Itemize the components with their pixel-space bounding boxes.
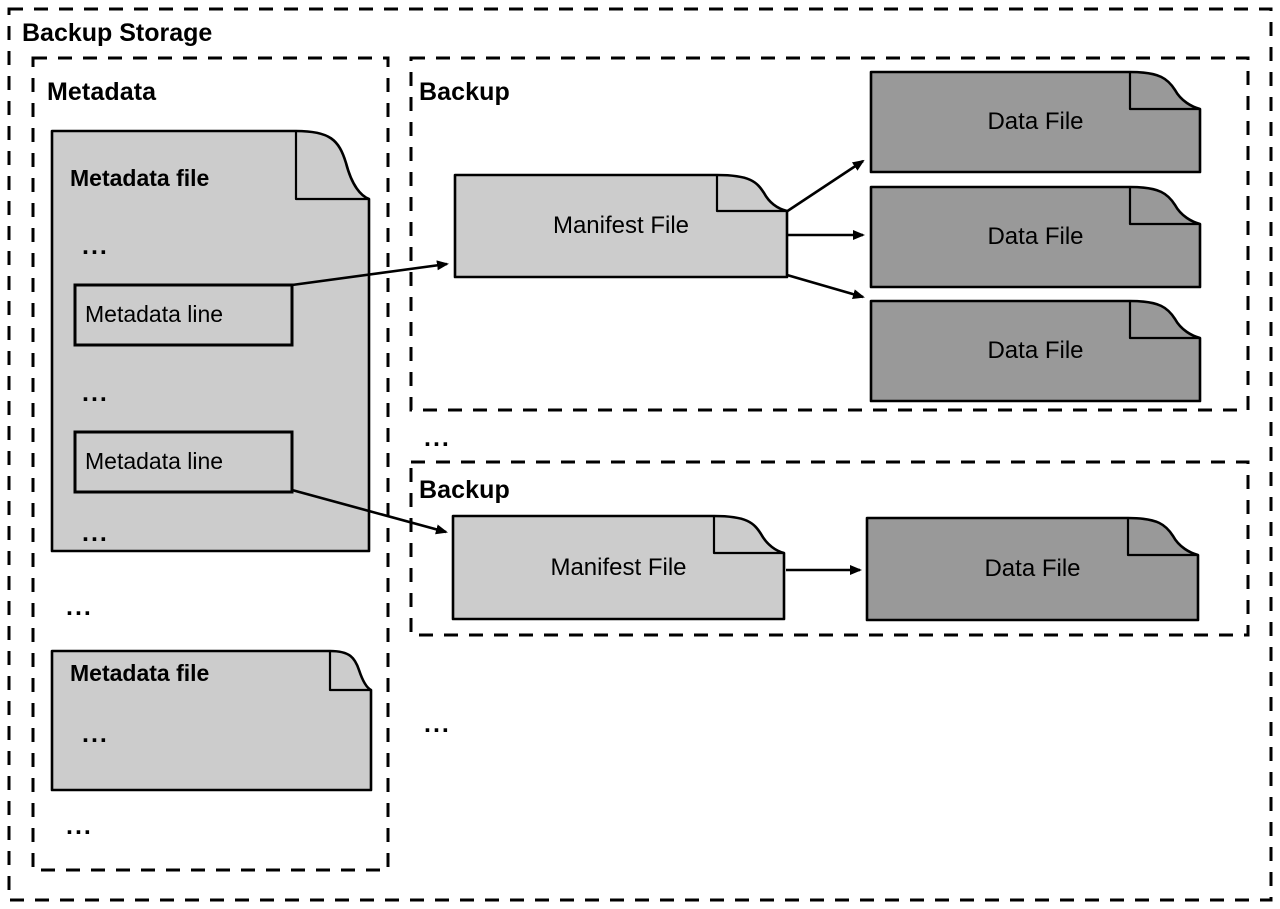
metadata-file-1-ellipsis-1: ... <box>82 232 109 260</box>
metadata-file-1-fold-icon <box>294 131 369 201</box>
backup-trailing-ellipsis: ... <box>424 710 451 738</box>
data-file-1-label: Data File <box>987 108 1084 135</box>
page-title: Backup Storage <box>22 19 213 47</box>
manifest-file-2-fold-icon <box>712 516 784 555</box>
backup-section-2-label: Backup <box>419 476 510 504</box>
metadata-line-box-2 <box>73 430 294 494</box>
data-file-4-label: Data File <box>984 555 1081 582</box>
metadata-section-trailing-ellipsis: ... <box>66 812 93 840</box>
metadata-section-container <box>31 56 390 872</box>
metadata-section-label: Metadata <box>47 78 157 106</box>
data-file-4-fold-icon <box>1126 518 1198 557</box>
connector-manifest-1-to-data-file-1 <box>785 159 865 214</box>
connector-metadata-line-2-to-manifest-2 <box>291 488 448 535</box>
backup-gap-ellipsis: ... <box>424 424 451 452</box>
metadata-file-2-title: Metadata file <box>70 660 210 686</box>
metadata-file-1-ellipsis-3: ... <box>82 519 109 547</box>
metadata-file-2-fold-icon <box>328 651 371 692</box>
metadata-line-1-label: Metadata line <box>85 301 224 327</box>
metadata-section-gap-ellipsis: ... <box>66 593 93 621</box>
data-file-3-label: Data File <box>987 337 1084 364</box>
data-file-2-fold-icon <box>1128 187 1200 226</box>
connector-manifest-1-to-data-file-3 <box>786 273 865 300</box>
backup-section-2-container <box>409 460 1250 637</box>
metadata-file-2-ellipsis-1: ... <box>82 720 109 748</box>
metadata-file-1-title: Metadata file <box>70 165 210 191</box>
data-file-3-fold-icon <box>1128 301 1200 340</box>
manifest-file-1-label: Manifest File <box>552 212 690 239</box>
metadata-line-box-1 <box>73 283 294 347</box>
backup-storage-container <box>7 7 1273 902</box>
connector-metadata-line-1-to-manifest-1 <box>291 260 449 287</box>
data-file-1-fold-icon <box>1128 72 1200 111</box>
metadata-file-1-ellipsis-2: ... <box>82 379 109 407</box>
backup-section-1-label: Backup <box>419 78 510 106</box>
data-file-2-label: Data File <box>987 223 1084 250</box>
manifest-file-2-label: Manifest File <box>550 554 687 581</box>
manifest-file-1-fold-icon <box>715 175 787 213</box>
backup-section-1-container <box>409 56 1250 412</box>
metadata-line-2-label: Metadata line <box>85 448 224 474</box>
